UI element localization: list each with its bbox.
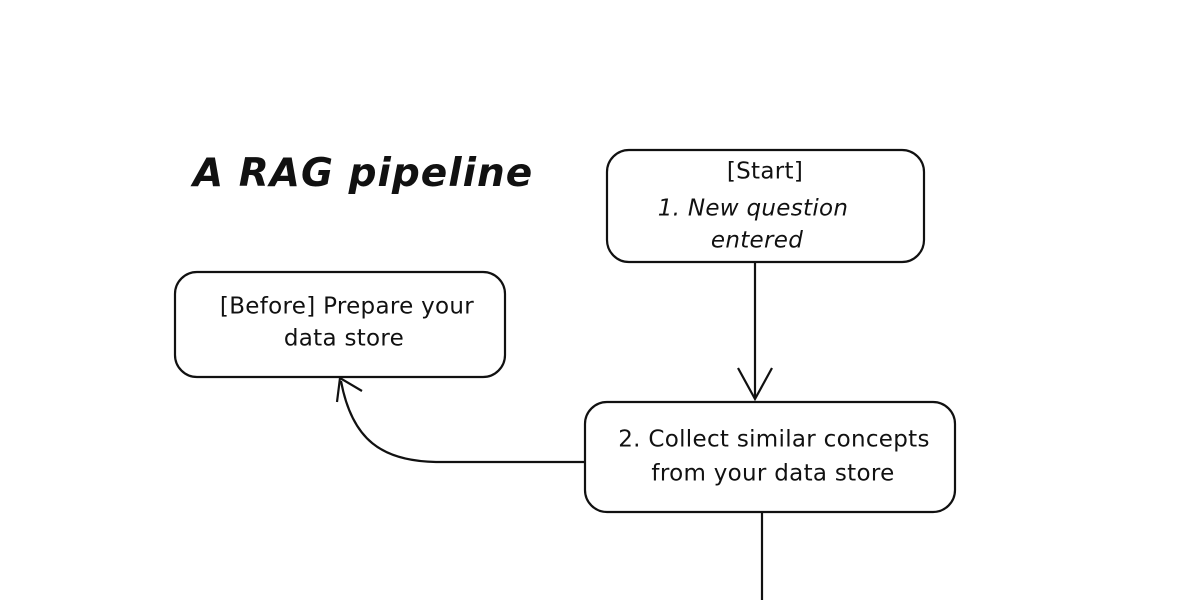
start-node[interactable]: [Start] 1. New question entered [605, 148, 926, 264]
diagram-title: A RAG pipeline [190, 151, 533, 196]
start-node-line-1: [Start] [727, 159, 803, 185]
collect-node-line-2: from your data store [651, 461, 894, 487]
collect-node-box[interactable] [583, 400, 957, 514]
collect-node-line-1: 2. Collect similar concepts [618, 427, 930, 453]
edge-start-to-collect-arrowhead-icon [737, 367, 773, 402]
edge-start-to-collect [737, 262, 773, 402]
before-node-box[interactable] [173, 270, 507, 379]
collect-node[interactable]: 2. Collect similar concepts from your da… [583, 400, 957, 514]
before-node-line-2: data store [284, 326, 404, 352]
edge-collect-to-before-line [339, 380, 585, 464]
edge-collect-to-before [335, 376, 585, 464]
before-node[interactable]: [Before] Prepare your data store [173, 270, 507, 379]
start-node-line-2: 1. New question [658, 196, 849, 222]
start-node-line-3: entered [711, 228, 803, 254]
start-node-box[interactable] [605, 148, 926, 264]
before-node-line-1: [Before] Prepare your [220, 294, 474, 320]
